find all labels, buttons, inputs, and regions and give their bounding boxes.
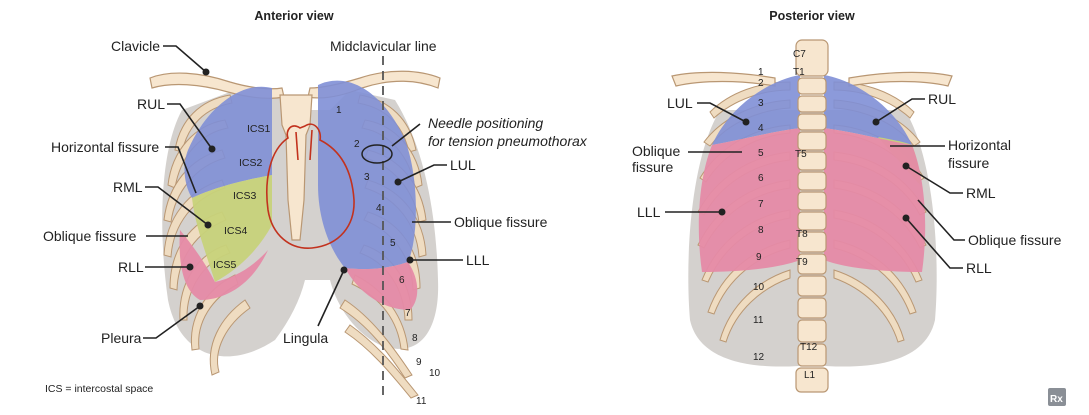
posterior-rib-numbers: 1 2 3 4 5 6 7 8 9 10 11 12 xyxy=(753,67,765,363)
ics-label: ICS4 xyxy=(224,225,248,237)
rib-number: 12 xyxy=(753,352,765,363)
label-posterior-horizontal-line1: Horizontal xyxy=(948,137,1011,153)
rib-number: 11 xyxy=(416,396,427,407)
ics-label: ICS5 xyxy=(213,259,237,271)
label-lul: LUL xyxy=(450,157,476,173)
anterior-lll xyxy=(345,262,418,310)
anterior-title: Anterior view xyxy=(254,9,333,23)
rib-number: 3 xyxy=(758,98,764,109)
rib-number: 10 xyxy=(753,282,765,293)
label-rml: RML xyxy=(113,179,143,195)
label-rll: RLL xyxy=(118,259,144,275)
label-posterior-oblique-line1: Oblique xyxy=(632,143,680,159)
posterior-spine xyxy=(795,39,829,393)
label-oblique-fissure-anterior-right: Oblique fissure xyxy=(454,214,548,230)
label-posterior-rul: RUL xyxy=(928,91,956,107)
rib-number: 8 xyxy=(758,225,764,236)
label-posterior-oblique-line2: fissure xyxy=(632,159,673,175)
rib-number: 11 xyxy=(753,315,764,326)
ics-label: ICS1 xyxy=(247,123,271,135)
needle-position-marker xyxy=(361,144,393,164)
anterior-rul xyxy=(184,86,272,198)
vertebra-label: L1 xyxy=(804,370,816,381)
posterior-rul xyxy=(824,75,912,145)
vertebra-label: C7 xyxy=(793,49,806,60)
label-horizontal-fissure: Horizontal fissure xyxy=(51,139,159,155)
rib-number: 9 xyxy=(756,252,762,263)
label-posterior-horizontal-line2: fissure xyxy=(948,155,989,171)
rib-number: 1 xyxy=(336,105,342,116)
rib-number: 2 xyxy=(354,139,360,150)
label-oblique-fissure-anterior-left: Oblique fissure xyxy=(43,228,137,244)
vertebra-labels: C7 T1 T5 T8 T9 T12 L1 xyxy=(793,49,818,381)
anterior-view: Anterior view xyxy=(43,9,588,407)
label-lingula: Lingula xyxy=(283,330,328,346)
posterior-title: Posterior view xyxy=(769,9,855,23)
posterior-lll xyxy=(698,128,800,272)
label-posterior-lll: LLL xyxy=(637,204,661,220)
label-posterior-rll: RLL xyxy=(966,260,992,276)
rib-number: 8 xyxy=(412,333,418,344)
ics-label: ICS3 xyxy=(233,190,257,202)
rib-number: 2 xyxy=(758,78,764,89)
vertebra-label: T9 xyxy=(796,257,808,268)
posterior-lul xyxy=(712,75,800,145)
posterior-shoulder-right xyxy=(848,71,953,87)
rib-number: 7 xyxy=(405,308,411,319)
rib-number: 3 xyxy=(364,172,370,183)
posterior-view: Posterior view xyxy=(632,9,1062,393)
rib-number: 4 xyxy=(376,203,382,214)
rib-number: 5 xyxy=(758,148,764,159)
ics-label: ICS2 xyxy=(239,157,263,169)
rib-number: 10 xyxy=(429,368,441,379)
label-clavicle: Clavicle xyxy=(111,38,160,54)
anterior-heart-outline xyxy=(266,123,355,249)
footnote: ICS = intercostal space xyxy=(45,383,153,395)
intercostal-space-labels: ICS1 ICS2 ICS3 ICS4 ICS5 xyxy=(213,123,271,271)
vertebra-label: T12 xyxy=(800,342,818,353)
vertebra-label: T8 xyxy=(796,229,808,240)
label-rul: RUL xyxy=(137,96,165,112)
rib-number: 6 xyxy=(399,275,405,286)
rib-number: 4 xyxy=(758,123,764,134)
posterior-rll xyxy=(824,128,926,272)
label-posterior-rml: RML xyxy=(966,185,996,201)
label-midclavicular-line: Midclavicular line xyxy=(330,38,437,54)
rib-number: 5 xyxy=(390,238,396,249)
rib-number: 7 xyxy=(758,199,764,210)
anterior-lul xyxy=(318,80,416,270)
vertebra-label: T1 xyxy=(793,67,805,78)
rib-number: 1 xyxy=(758,67,764,78)
anterior-rll xyxy=(179,230,268,300)
logo-text: Rx xyxy=(1050,394,1063,405)
label-needle-line1: Needle positioning xyxy=(428,115,543,131)
label-lll: LLL xyxy=(466,252,490,268)
anterior-rml xyxy=(192,175,272,282)
label-needle-line2: for tension pneumothorax xyxy=(428,133,588,149)
label-pleura: Pleura xyxy=(101,330,142,346)
label-posterior-oblique-right: Oblique fissure xyxy=(968,232,1062,248)
rib-number: 6 xyxy=(758,173,764,184)
rx-logo: Rx xyxy=(1048,388,1066,406)
rib-number: 9 xyxy=(416,357,422,368)
vertebra-label: T5 xyxy=(795,149,807,160)
anterior-rib-numbers: 1 2 3 4 5 6 7 8 9 10 11 xyxy=(336,105,441,407)
label-posterior-lul: LUL xyxy=(667,95,693,111)
